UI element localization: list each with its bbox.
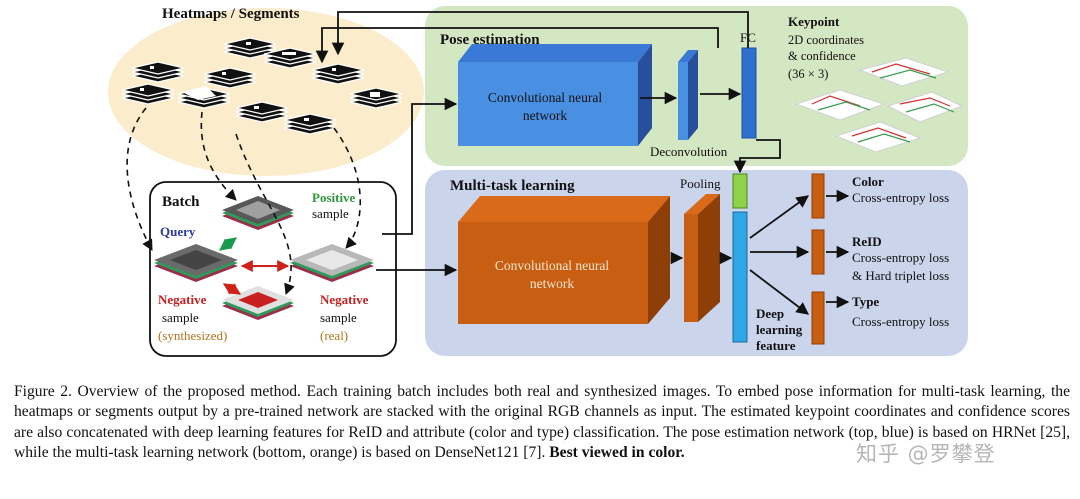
keypoint-feature-bar: [732, 173, 748, 209]
output-heads: [811, 173, 825, 345]
positive-pair-arrow: [219, 237, 237, 251]
deconvolution-block: [678, 50, 698, 140]
multi-task-title: Multi-task learning: [450, 178, 575, 194]
pooling-label: Pooling: [680, 176, 721, 191]
negative-synth-sample: sample: [162, 310, 199, 325]
pose-cnn-label-2: network: [523, 108, 567, 123]
negative-synth-label: Negative: [158, 292, 207, 307]
heatmaps-title: Heatmaps / Segments: [162, 6, 300, 22]
heatmap-blobs: [140, 42, 380, 121]
mtl-cnn-label: Convolutional neural: [495, 258, 610, 273]
keypoint-marks: [811, 63, 955, 143]
negative-real-image-stack: [290, 244, 374, 282]
figure-caption: Figure 2. Overview of the proposed metho…: [14, 382, 1070, 464]
negative-synth-image-stack: [222, 286, 294, 320]
mtl-cnn-label-2: network: [530, 276, 574, 291]
positive-sample-label: sample: [312, 206, 349, 221]
negative-real-type: (real): [320, 328, 348, 343]
positive-label: Positive: [312, 190, 356, 205]
reid-title: ReID: [852, 234, 882, 249]
heatmaps-ellipse: [108, 8, 424, 176]
caption-bold: Best viewed in color.: [549, 444, 685, 462]
caption-text: Figure 2. Overview of the proposed metho…: [14, 383, 1070, 462]
heatmap-to-batch-dashes: [126, 107, 362, 296]
batch-title: Batch: [162, 194, 200, 210]
flow-arrows: [315, 11, 850, 315]
negative-real-sample: sample: [320, 310, 357, 325]
query-label: Query: [160, 224, 196, 239]
mtl-cnn-block: [458, 196, 670, 324]
negative-real-label: Negative: [320, 292, 369, 307]
deep-feature-label-1: Deep: [756, 306, 784, 321]
heatmap-stacks: [121, 37, 403, 135]
color-loss: Cross-entropy loss: [852, 190, 949, 205]
color-title: Color: [852, 174, 884, 189]
pooling-block: [684, 194, 720, 322]
deconvolution-label: Deconvolution: [650, 144, 728, 159]
deep-feature-label-2: learning: [756, 322, 803, 337]
negative-synth-pair-arrow: [222, 283, 242, 295]
keypoint-line-3: (36 × 3): [788, 67, 828, 81]
keypoint-title: Keypoint: [788, 14, 840, 29]
keypoint-line-2: & confidence: [788, 49, 856, 63]
pose-cnn-label: Convolutional neural: [488, 90, 603, 105]
method-overview-figure: Heatmaps / Segments Pose estimation Conv…: [108, 6, 968, 357]
reid-loss-1: Cross-entropy loss: [852, 250, 949, 265]
type-loss: Cross-entropy loss: [852, 314, 949, 329]
pose-cnn-block: [458, 44, 652, 146]
watermark: 知乎 @罗攀登: [856, 442, 996, 466]
keypoint-line-1: 2D coordinates: [788, 33, 864, 47]
deep-feature-label-3: feature: [756, 338, 796, 353]
negative-synth-type: (synthesized): [158, 328, 227, 343]
fc-block: [741, 47, 757, 139]
query-image-stack: [154, 244, 238, 282]
reid-loss-2: & Hard triplet loss: [852, 268, 949, 283]
type-title: Type: [852, 294, 879, 309]
deep-feature-bar: [732, 211, 748, 343]
